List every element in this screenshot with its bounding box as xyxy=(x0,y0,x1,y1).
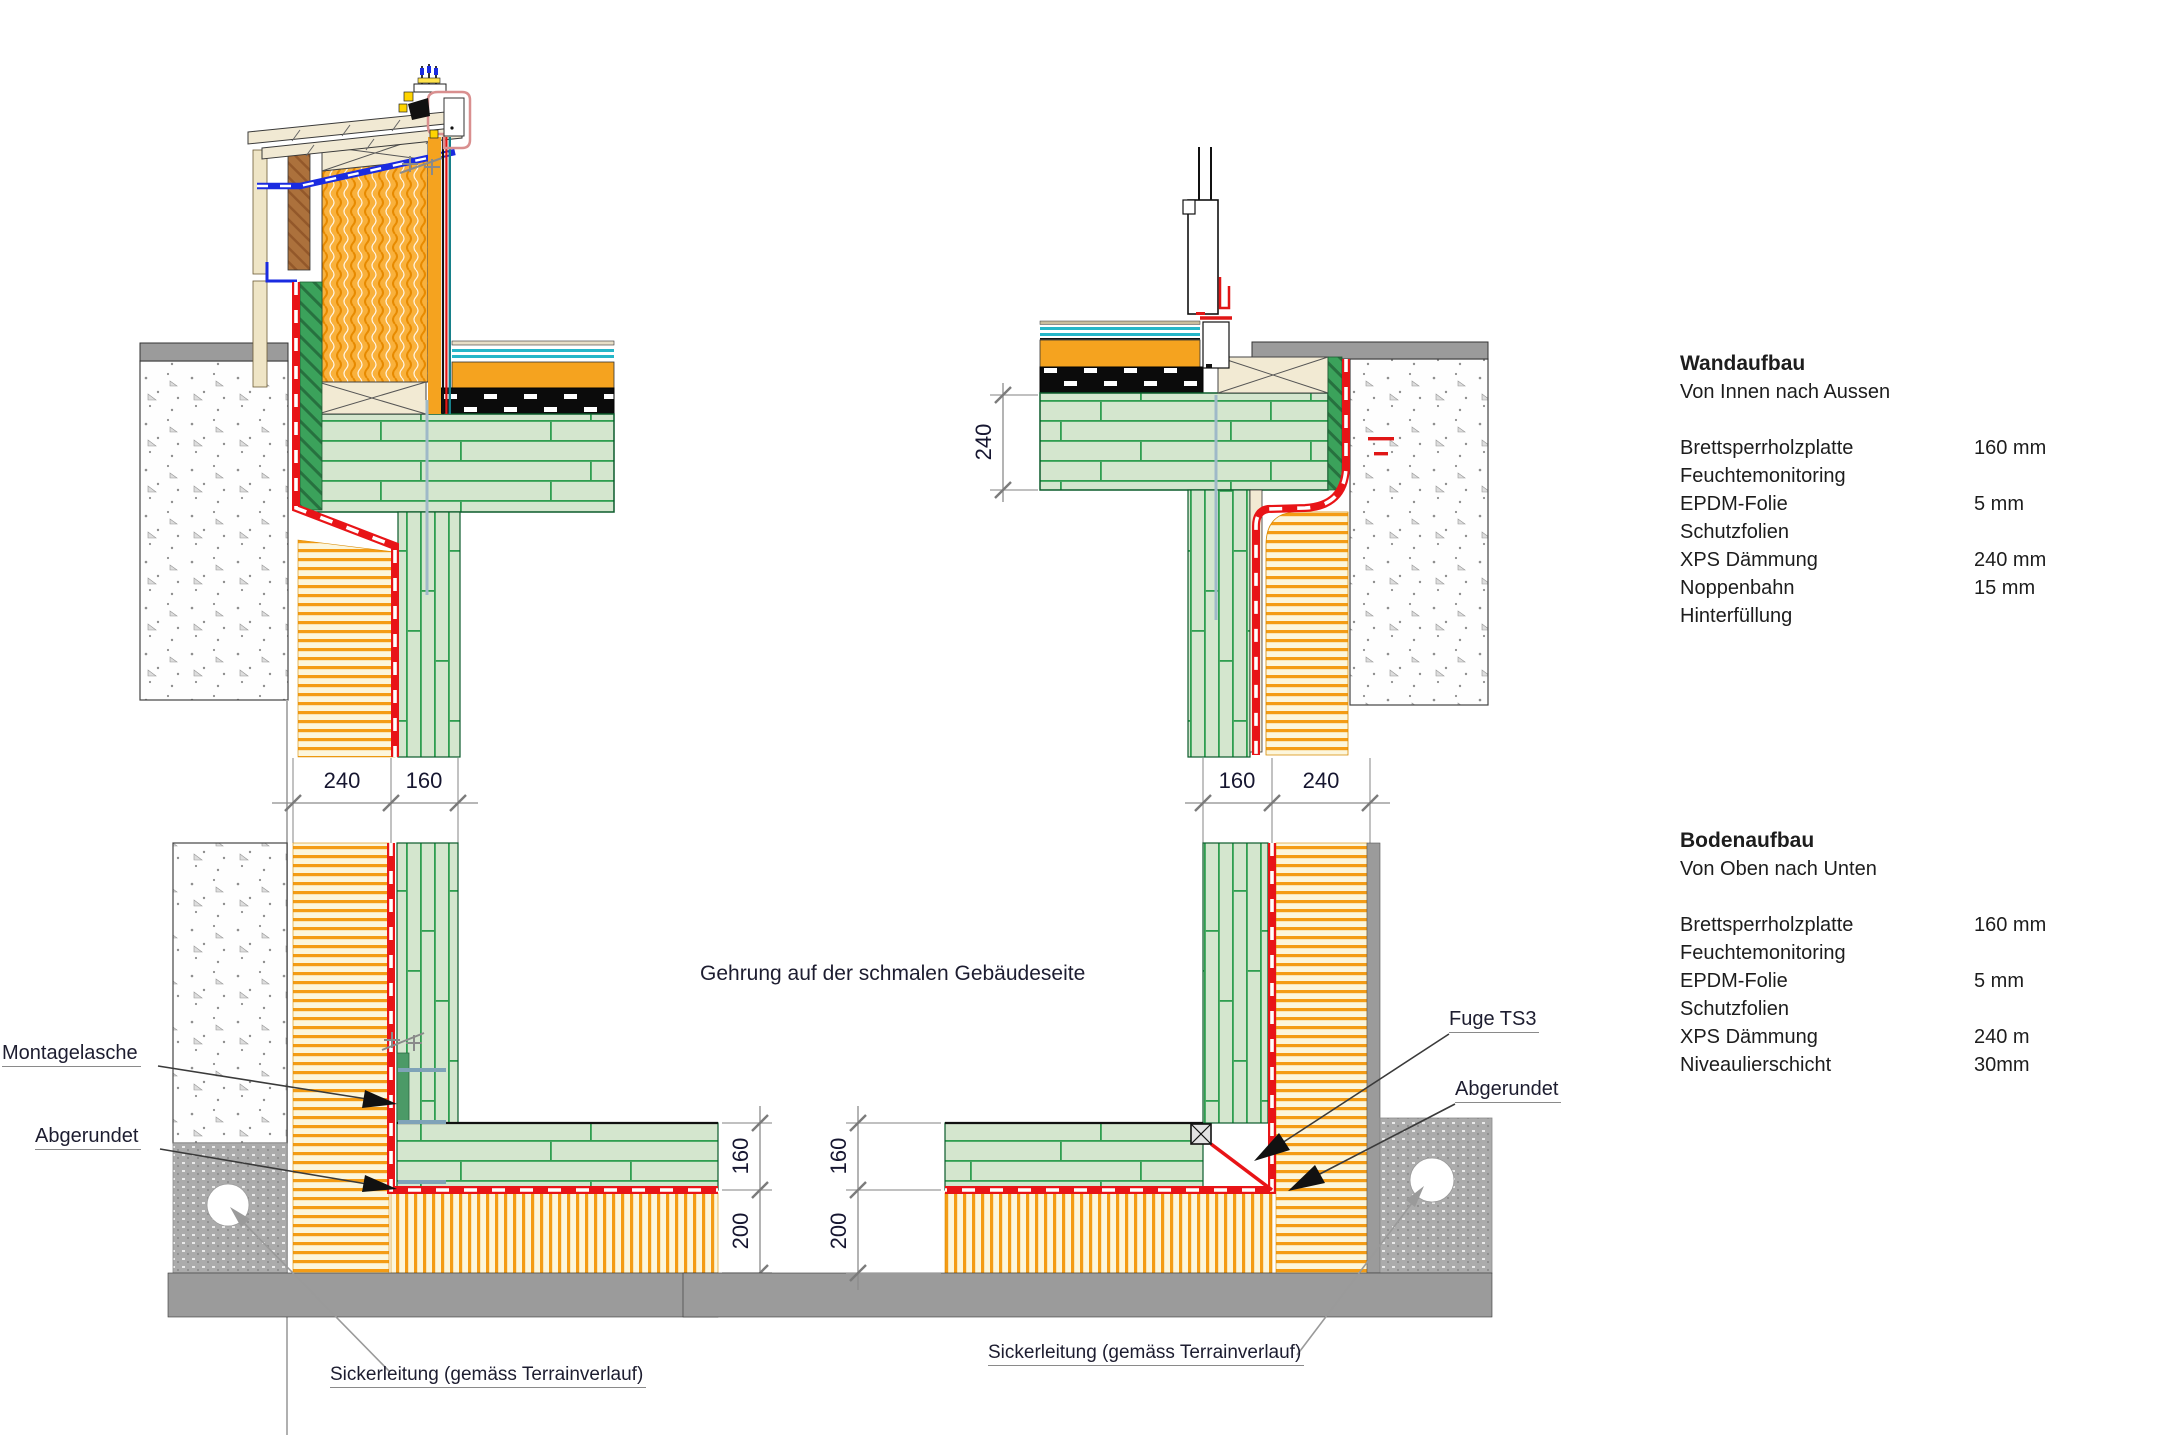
legend-row: Brettsperrholzplatte 160 mm xyxy=(1680,434,2160,462)
legend-row: XPS Dämmung 240 mm xyxy=(1680,546,2160,574)
fastener-marks xyxy=(399,156,443,175)
dim-plan-left-top xyxy=(272,794,478,812)
layer-value: 5 mm xyxy=(1974,970,2024,992)
layer-value: 5 mm xyxy=(1974,493,2024,515)
section-right xyxy=(990,147,1489,758)
label-abgerundet-right: Abgerundet xyxy=(1455,1078,1562,1103)
legend-row: XPS Dämmung 240 m xyxy=(1680,1023,2160,1051)
layer-label: Brettsperrholzplatte xyxy=(1680,914,1854,936)
label-gehrung: Gehrung auf der schmalen Gebäudeseite xyxy=(700,962,1086,985)
dim-plan-right-side-200: 200 xyxy=(826,1212,851,1250)
layer-label: EPDM-Folie xyxy=(1680,493,1788,515)
label-montagelasche: Montagelasche xyxy=(2,1042,141,1067)
label-sickerleitung-left: Sickerleitung (gemäss Terrainverlauf) xyxy=(330,1364,647,1388)
dim-section-slab-240: 240 xyxy=(971,423,996,461)
layer-label: EPDM-Folie xyxy=(1680,970,1788,992)
legend-row: Schutzfolien xyxy=(1680,518,2160,546)
dim-slab-240 xyxy=(990,383,1038,502)
layer-value: 30mm xyxy=(1974,1054,2030,1076)
layer-value: 15 mm xyxy=(1974,577,2036,599)
layer-label: Schutzfolien xyxy=(1680,521,1789,543)
legend-row: Noppenbahn 15 mm xyxy=(1680,574,2160,602)
dim-plan-right-side-160: 160 xyxy=(826,1137,851,1175)
plan-right xyxy=(682,794,1493,1356)
layer-value: 240 mm xyxy=(1974,549,2047,571)
legend-row: Feuchtemonitoring xyxy=(1680,939,2160,967)
dim-plan-right-top xyxy=(1185,794,1390,812)
dim-plan-right-side xyxy=(846,1106,941,1290)
dim-plan-left-side xyxy=(722,1106,772,1290)
legend-bodenaufbau: Bodenaufbau Von Oben nach Unten Brettspe… xyxy=(1680,827,2160,1079)
legend-floor-title: Bodenaufbau xyxy=(1680,829,1815,852)
section-left xyxy=(139,64,615,1435)
layer-label: Feuchtemonitoring xyxy=(1680,465,1846,487)
label-fuge-ts3: Fuge TS3 xyxy=(1449,1008,1540,1033)
dim-plan-left-side-160: 160 xyxy=(728,1137,753,1175)
legend-row: EPDM-Folie 5 mm xyxy=(1680,967,2160,995)
layer-label: Schutzfolien xyxy=(1680,998,1789,1020)
legend-row: Schutzfolien xyxy=(1680,995,2160,1023)
legend-row: Hinterfüllung xyxy=(1680,602,2160,630)
legend-floor-subtitle: Von Oben nach Unten xyxy=(1680,858,1877,880)
legend-row: EPDM-Folie 5 mm xyxy=(1680,490,2160,518)
layer-value: 160 mm xyxy=(1974,914,2047,936)
layer-value: 160 mm xyxy=(1974,437,2047,459)
dim-plan-left-side-200: 200 xyxy=(728,1212,753,1250)
legend-wall-subtitle: Von Innen nach Aussen xyxy=(1680,381,1891,403)
plan-left xyxy=(157,794,772,1373)
layer-label: XPS Dämmung xyxy=(1680,549,1818,571)
layer-label: Brettsperrholzplatte xyxy=(1680,437,1854,459)
legend-row: Brettsperrholzplatte 160 mm xyxy=(1680,911,2160,939)
legend-row: Feuchtemonitoring xyxy=(1680,462,2160,490)
label-abgerundet-left: Abgerundet xyxy=(35,1125,142,1150)
layer-value: 240 m xyxy=(1974,1026,2030,1048)
dim-plan-right-240: 240 xyxy=(1302,768,1340,793)
legend-wall-title: Wandaufbau xyxy=(1680,352,1806,375)
legend-row: Niveaulierschicht 30mm xyxy=(1680,1051,2160,1079)
layer-label: Feuchtemonitoring xyxy=(1680,942,1846,964)
dim-plan-left-240: 240 xyxy=(323,768,361,793)
flashing-detail xyxy=(398,64,472,150)
label-sickerleitung-right: Sickerleitung (gemäss Terrainverlauf) xyxy=(988,1342,1305,1366)
layer-label: Noppenbahn xyxy=(1680,577,1795,599)
projection-lines xyxy=(292,758,1371,843)
dim-plan-right-160: 160 xyxy=(1218,768,1256,793)
dim-plan-left-160: 160 xyxy=(405,768,443,793)
layer-label: Hinterfüllung xyxy=(1680,605,1793,627)
legend-wandaufbau: Wandaufbau Von Innen nach Aussen Brettsp… xyxy=(1680,350,2160,630)
layer-label: XPS Dämmung xyxy=(1680,1026,1818,1048)
layer-label: Niveaulierschicht xyxy=(1680,1054,1832,1076)
